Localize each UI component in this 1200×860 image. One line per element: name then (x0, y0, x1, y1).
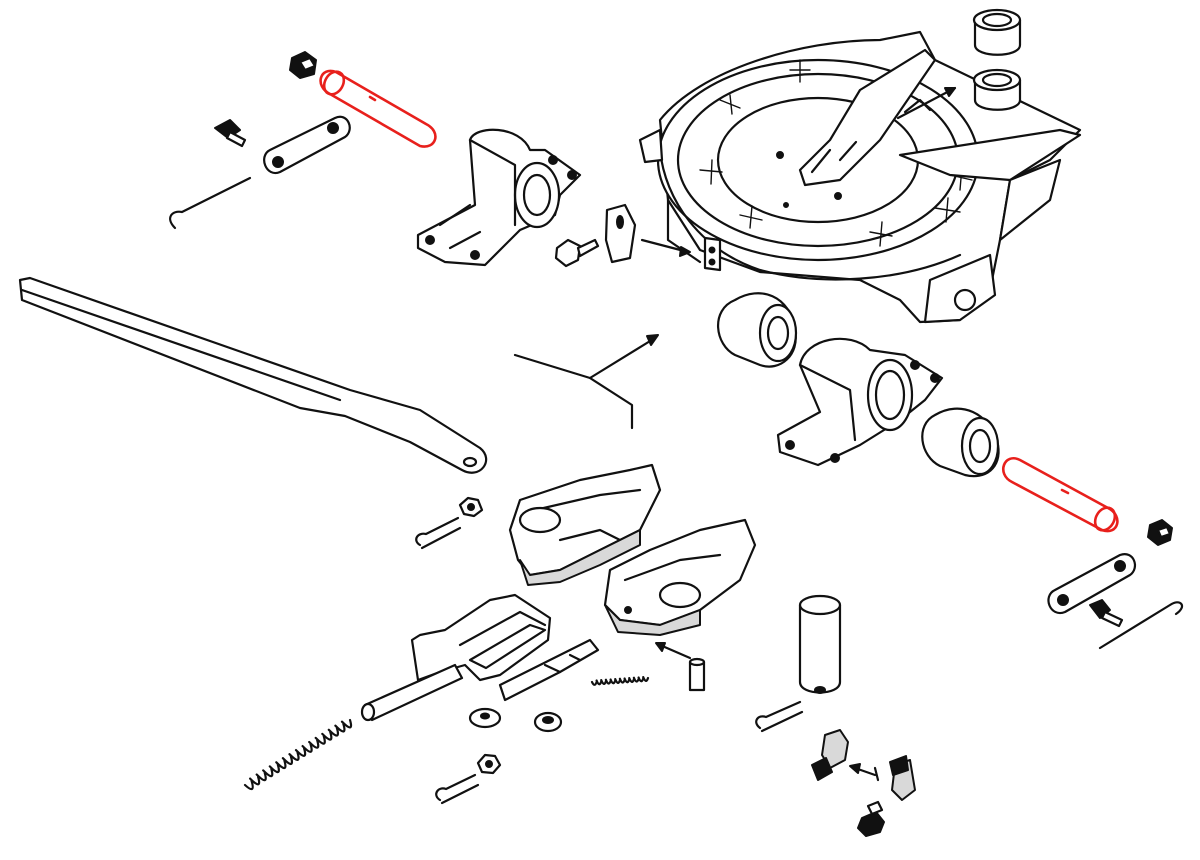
nut-lower (476, 753, 502, 775)
direction-arrow-fittings (849, 763, 880, 782)
cotter-pin-lower (435, 773, 480, 805)
mounting-bracket-upper (416, 128, 582, 267)
grease-fitting-upper-left (289, 51, 317, 79)
bushing-lower-right (921, 407, 1000, 478)
plunger-rod (360, 663, 464, 722)
direction-arrow-center (513, 334, 659, 430)
bolt-lower-right (1089, 599, 1124, 628)
grease-fitting-angled-left (811, 729, 849, 781)
cotter-pin-upper-left (169, 176, 252, 230)
compression-spring (245, 718, 351, 790)
lock-jaw-lower (603, 518, 757, 636)
cotter-pin-lower-right (1098, 601, 1184, 650)
cotter-pin-center (415, 516, 462, 550)
plunger-housing (410, 593, 552, 682)
cotter-pin-pivot (755, 700, 804, 733)
direction-arrow-latch-tab (640, 238, 691, 257)
nut-center (458, 496, 484, 518)
link-plate-lower (1047, 553, 1137, 615)
bolt-upper-left (214, 119, 247, 148)
pin-lower (1001, 457, 1119, 533)
stop-pin (688, 657, 706, 692)
pivot-pin (798, 594, 842, 694)
direction-arrow-bushings (896, 86, 957, 120)
mounting-bracket-lower (776, 337, 944, 467)
bushing-center (717, 292, 798, 368)
direction-arrow-stop-pin (655, 642, 692, 660)
release-handle-bar (18, 276, 488, 474)
bolt-bracket-upper (554, 238, 600, 268)
grease-fitting-angled-right (889, 755, 916, 801)
washer-left (468, 707, 502, 729)
link-plate-upper (263, 115, 351, 175)
lock-plate (498, 638, 600, 702)
lock-jaw-upper (508, 463, 662, 586)
latch-tab (604, 203, 637, 264)
grease-fitting-lower-right (1147, 519, 1173, 546)
bushing-upper (972, 8, 1022, 56)
extension-spring (590, 676, 650, 686)
fifth-wheel-plate (638, 30, 1082, 324)
bushing-lower (972, 68, 1022, 111)
washer-right (533, 711, 563, 733)
pin-upper (319, 69, 437, 148)
grease-fitting-straight (857, 800, 885, 837)
